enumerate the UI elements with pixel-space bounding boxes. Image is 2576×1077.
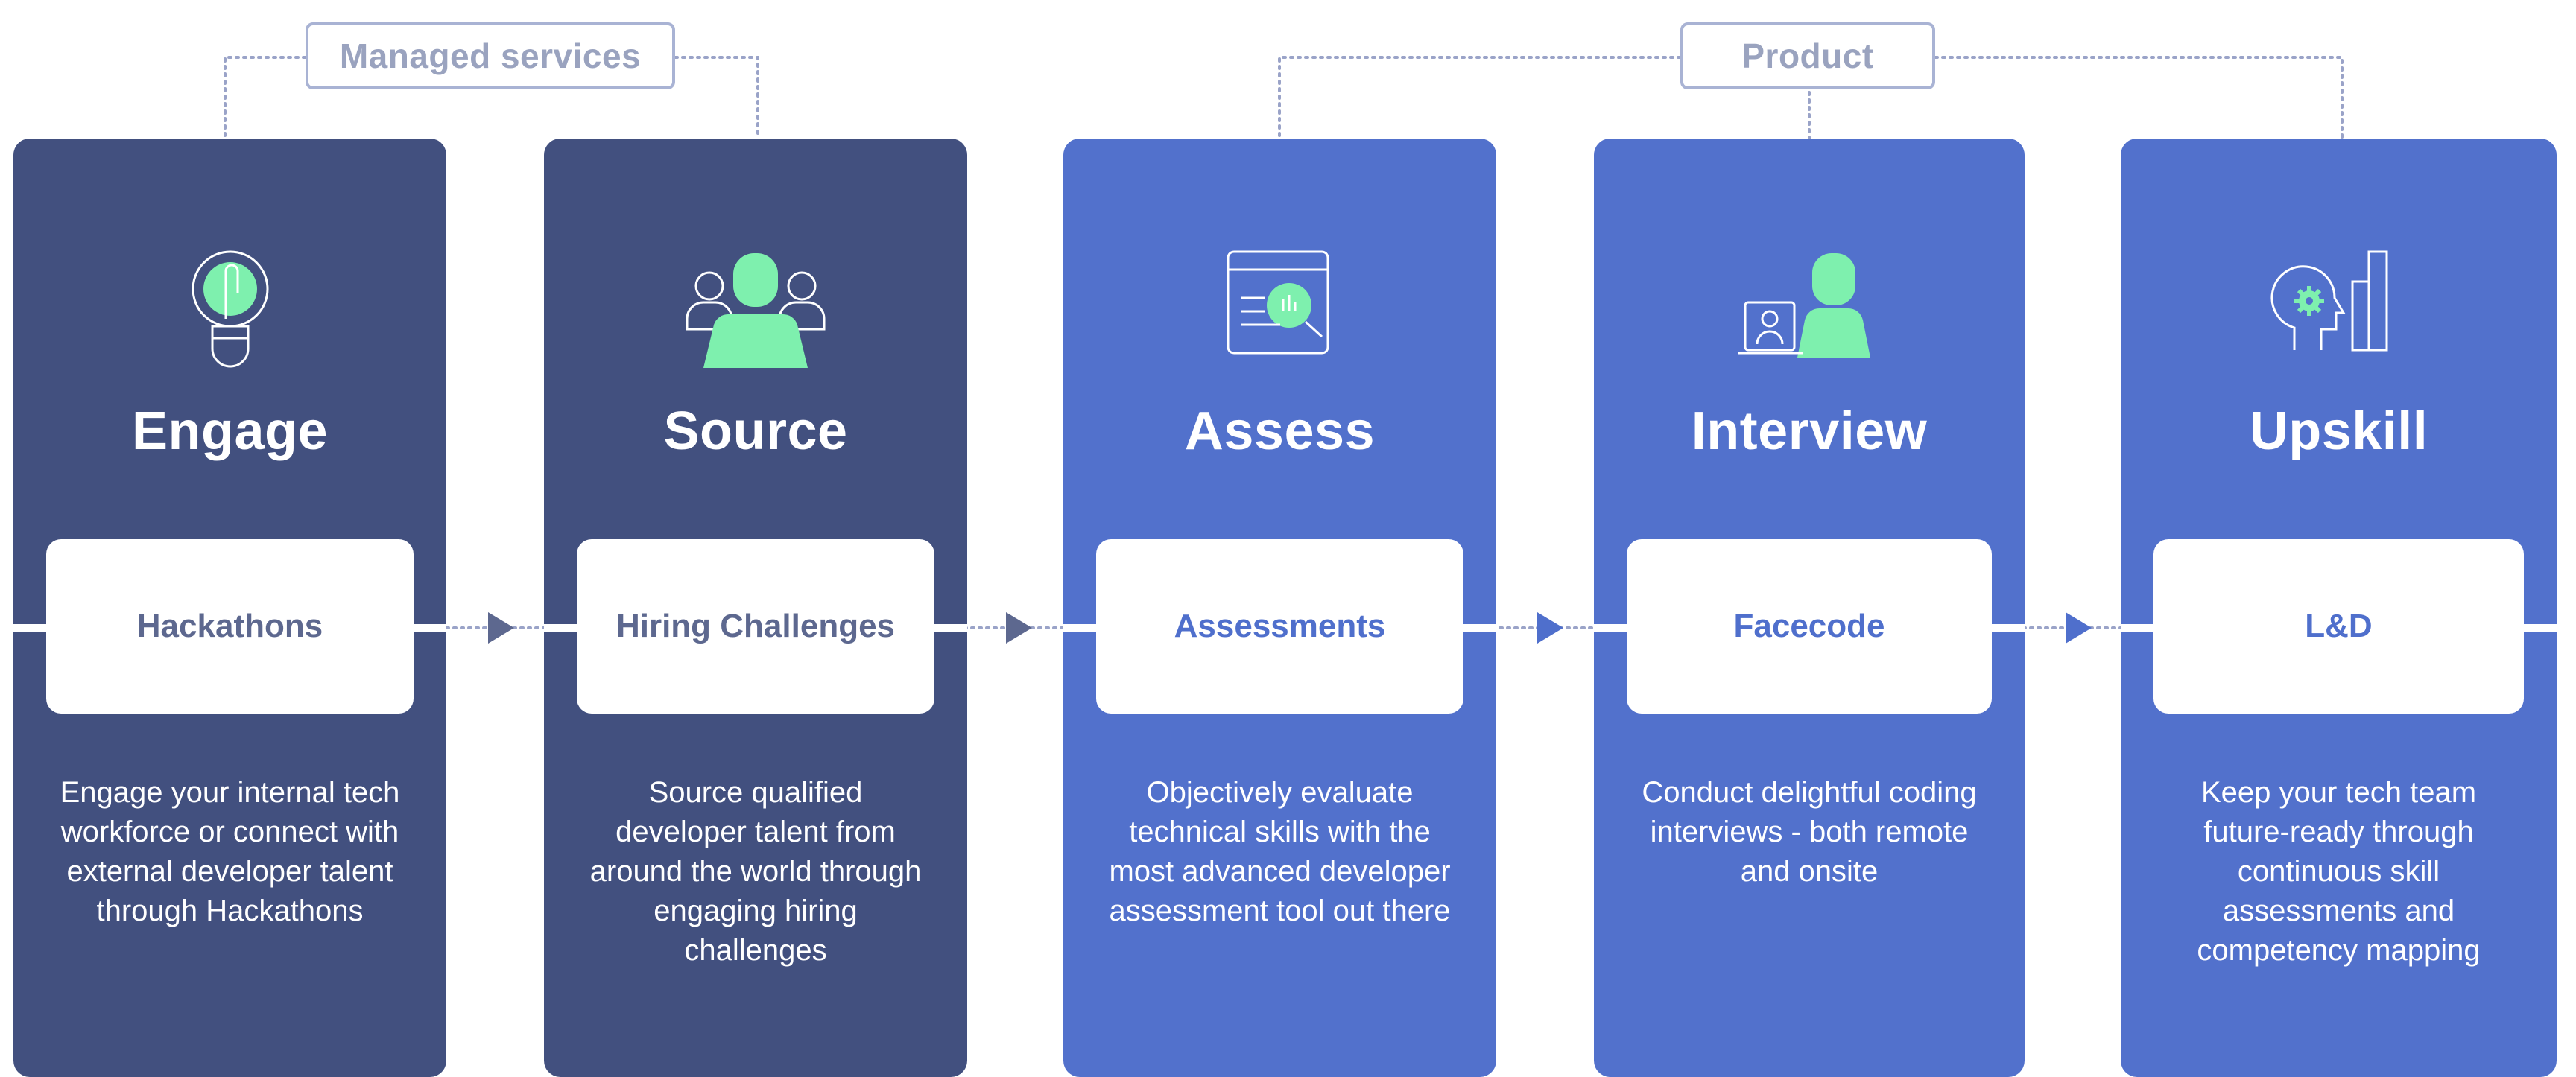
stage-card-engage: Engage Hackathons Engage your internal t… [13,139,446,1077]
stage-pill-assessments[interactable]: Assessments [1096,539,1463,714]
stage-description: Keep your tech team future-ready through… [2197,776,2481,967]
flow-arrow-3 [1537,612,1563,644]
managed-services-bracket-right [674,56,759,140]
group-label-product: Product [1680,22,1935,89]
video-interview-icon [1738,253,1870,358]
flow-arrow-1 [488,612,514,644]
stage-pill-hackathons[interactable]: Hackathons [46,539,414,714]
stage-title: Assess [1184,401,1376,461]
managed-services-bracket-left [224,56,307,140]
stage-pill-hiring-challenges[interactable]: Hiring Challenges [577,539,934,714]
stage-description: Engage your internal tech workforce or c… [60,776,400,927]
stage-card-upskill: Upskill L&D Keep your tech team future-r… [2121,139,2557,1077]
report-search-icon [1227,250,1329,355]
flow-arrow-4 [2066,612,2092,644]
stage-title: Upskill [2249,401,2428,461]
stage-card-source: Source Hiring Challenges Source qualifie… [544,139,967,1077]
product-bracket-right [1934,56,2344,140]
people-group-icon [686,253,826,368]
product-bracket-left [1278,56,1682,140]
stage-pill-facecode[interactable]: Facecode [1627,539,1992,714]
head-gear-growth-icon [2270,250,2387,352]
stage-title: Engage [131,401,329,461]
stage-title: Source [663,401,848,461]
stage-description: Source qualified developer talent from a… [589,776,922,967]
stage-description: Conduct delightful coding interviews - b… [1642,776,1977,888]
flow-arrow-2 [1006,612,1032,644]
stage-pill-ld[interactable]: L&D [2153,539,2524,714]
stage-description: Objectively evaluate technical skills wi… [1109,776,1451,927]
stage-card-interview: Interview Facecode Conduct delightful co… [1594,139,2025,1077]
group-label-managed-services: Managed services [306,22,675,89]
stage-card-assess: Assess Assessments Objectively evaluate … [1063,139,1496,1077]
lightbulb-icon [192,250,268,368]
stage-title: Interview [1691,401,1928,461]
